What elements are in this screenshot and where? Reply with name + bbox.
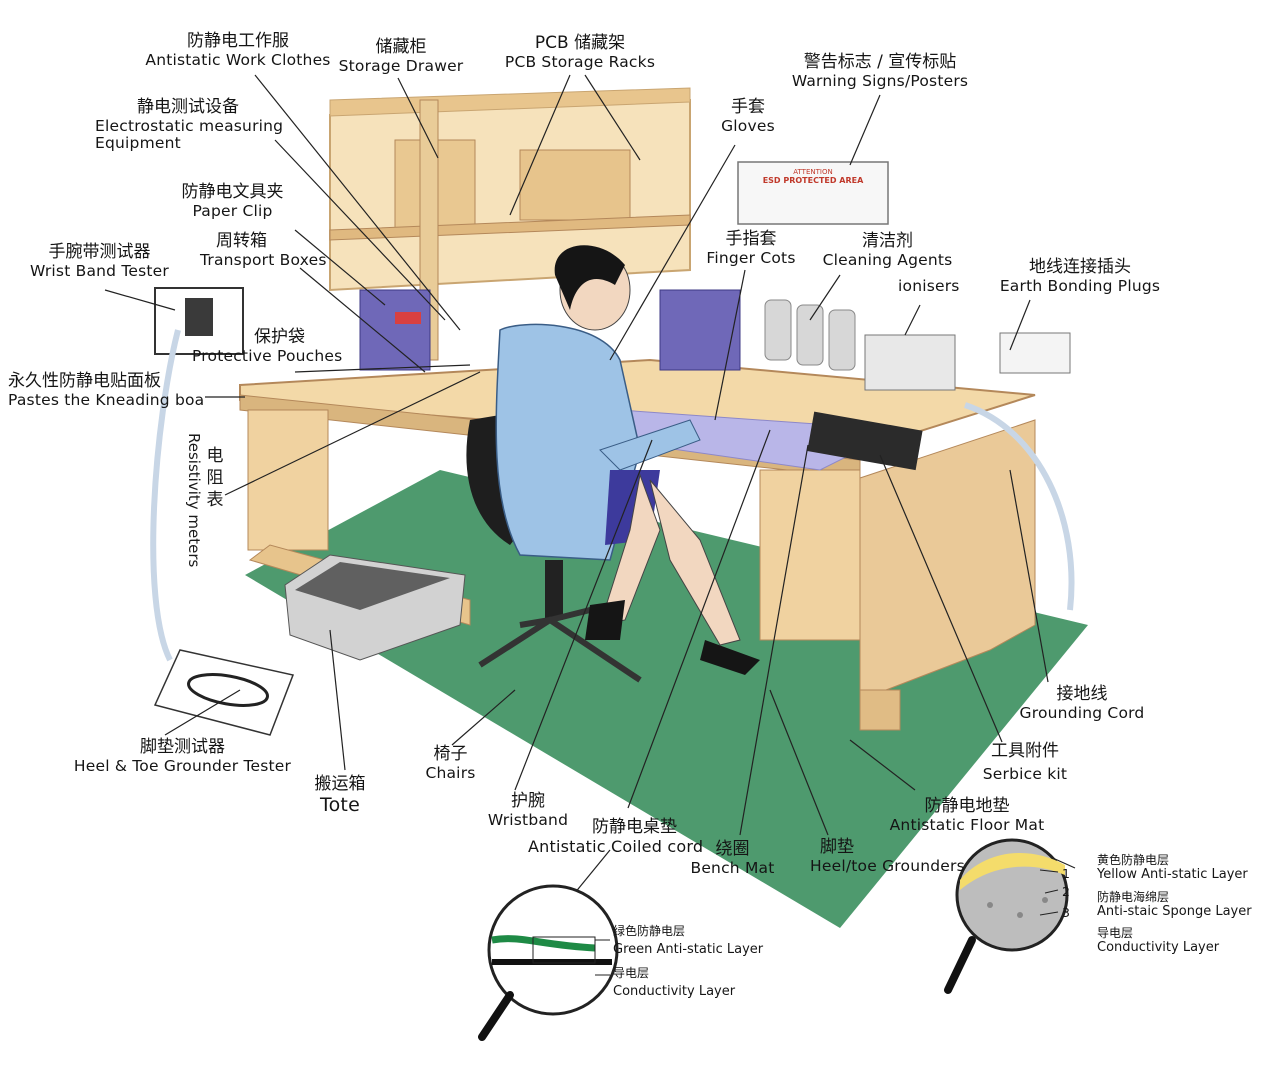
work-bench	[239, 358, 1036, 731]
sign-line-1: ATTENTION	[793, 168, 833, 176]
label-heel-grounders: 脚垫 Heel/toe Grounders	[810, 837, 965, 875]
floor-layer-number-1: 1	[1062, 866, 1070, 881]
label-grounding-cord: 接地线 Grounding Cord	[1019, 684, 1145, 722]
label-heel-tester: 脚垫测试器 Heel & Toe Grounder Tester	[73, 737, 292, 775]
cleaning-bottles	[764, 299, 856, 371]
heel-toe-tester-plate	[153, 649, 295, 736]
label-earth-plugs: 地线连接插头 Earth Bonding Plugs	[999, 257, 1161, 295]
label-finger-cots: 手指套 Finger Cots	[706, 229, 796, 267]
label-work-clothes: 防静电工作服 Antistatic Work Clothes	[145, 31, 331, 69]
label-measuring: 静电测试设备 Electrostatic measuring Equipment	[95, 97, 284, 153]
bench-layer-green: 绿色防静电层 Green Anti-static Layer	[613, 924, 764, 958]
label-coil: 绕圈 Bench Mat	[690, 839, 775, 877]
earth-plug-plate	[999, 332, 1071, 374]
label-resistivity-zh: 电阻表	[206, 446, 224, 510]
binders	[359, 289, 741, 371]
floor-mat-magnifier	[944, 838, 1069, 994]
label-floor-mat: 防静电地垫 Antistatic Floor Mat	[889, 796, 1045, 834]
sign-line-2: ESD PROTECTED AREA	[762, 176, 864, 186]
label-pouches: 保护袋 Protective Pouches	[192, 327, 343, 365]
floor-layer-sponge: 防静电海绵层 Anti-staic Sponge Layer	[1097, 890, 1252, 920]
label-transport-boxes: 周转箱 Transport Boxes	[200, 231, 327, 269]
bench-mat-magnifier	[478, 884, 619, 1041]
warning-sign-text: ATTENTION ESD PROTECTED AREA	[752, 168, 874, 186]
label-ionisers: ionisers	[898, 277, 960, 295]
floor-layer-yellow: 黄色防静电层 Yellow Anti-static Layer	[1097, 853, 1248, 883]
label-paper-clip: 防静电文具夹 Paper Clip	[181, 182, 284, 220]
label-bench-mat: 防静电桌垫 Antistatic Coiled cord	[528, 817, 704, 856]
label-kneading-board: 永久性防静电贴面板 Pastes the Kneading boa	[8, 371, 205, 409]
ioniser-device	[864, 334, 956, 391]
label-pcb-racks: PCB 储藏架 PCB Storage Racks	[504, 33, 656, 71]
label-warning-signs: 警告标志 / 宣传标贴 Warning Signs/Posters	[791, 52, 969, 90]
label-gloves: 手套 Gloves	[721, 97, 775, 135]
label-wrist-tester: 手腕带测试器 Wrist Band Tester	[30, 242, 169, 280]
bench-layer-conductive: 导电层 Conductivity Layer	[613, 966, 736, 1000]
label-service-kit: 工具附件 Serbice kit	[982, 741, 1068, 783]
floor-layer-number-2: 2	[1062, 884, 1070, 899]
warning-sign	[737, 161, 889, 225]
label-resistivity-en: Resistivity meters	[185, 433, 203, 568]
label-chairs: 椅子 Chairs	[425, 744, 476, 782]
shelf-unit	[329, 87, 691, 361]
label-wristband: 护腕 Wristband	[487, 791, 569, 829]
leader-lines	[104, 74, 1076, 906]
floor-layer-conductive: 导电层 Conductivity Layer	[1097, 926, 1220, 956]
label-storage-drawer: 储藏柜 Storage Drawer	[338, 37, 464, 75]
label-cleaning: 清洁剂 Cleaning Agents	[822, 231, 953, 269]
label-tote: 搬运箱 Tote	[314, 774, 366, 816]
floor-layer-number-3: 3	[1062, 905, 1070, 920]
